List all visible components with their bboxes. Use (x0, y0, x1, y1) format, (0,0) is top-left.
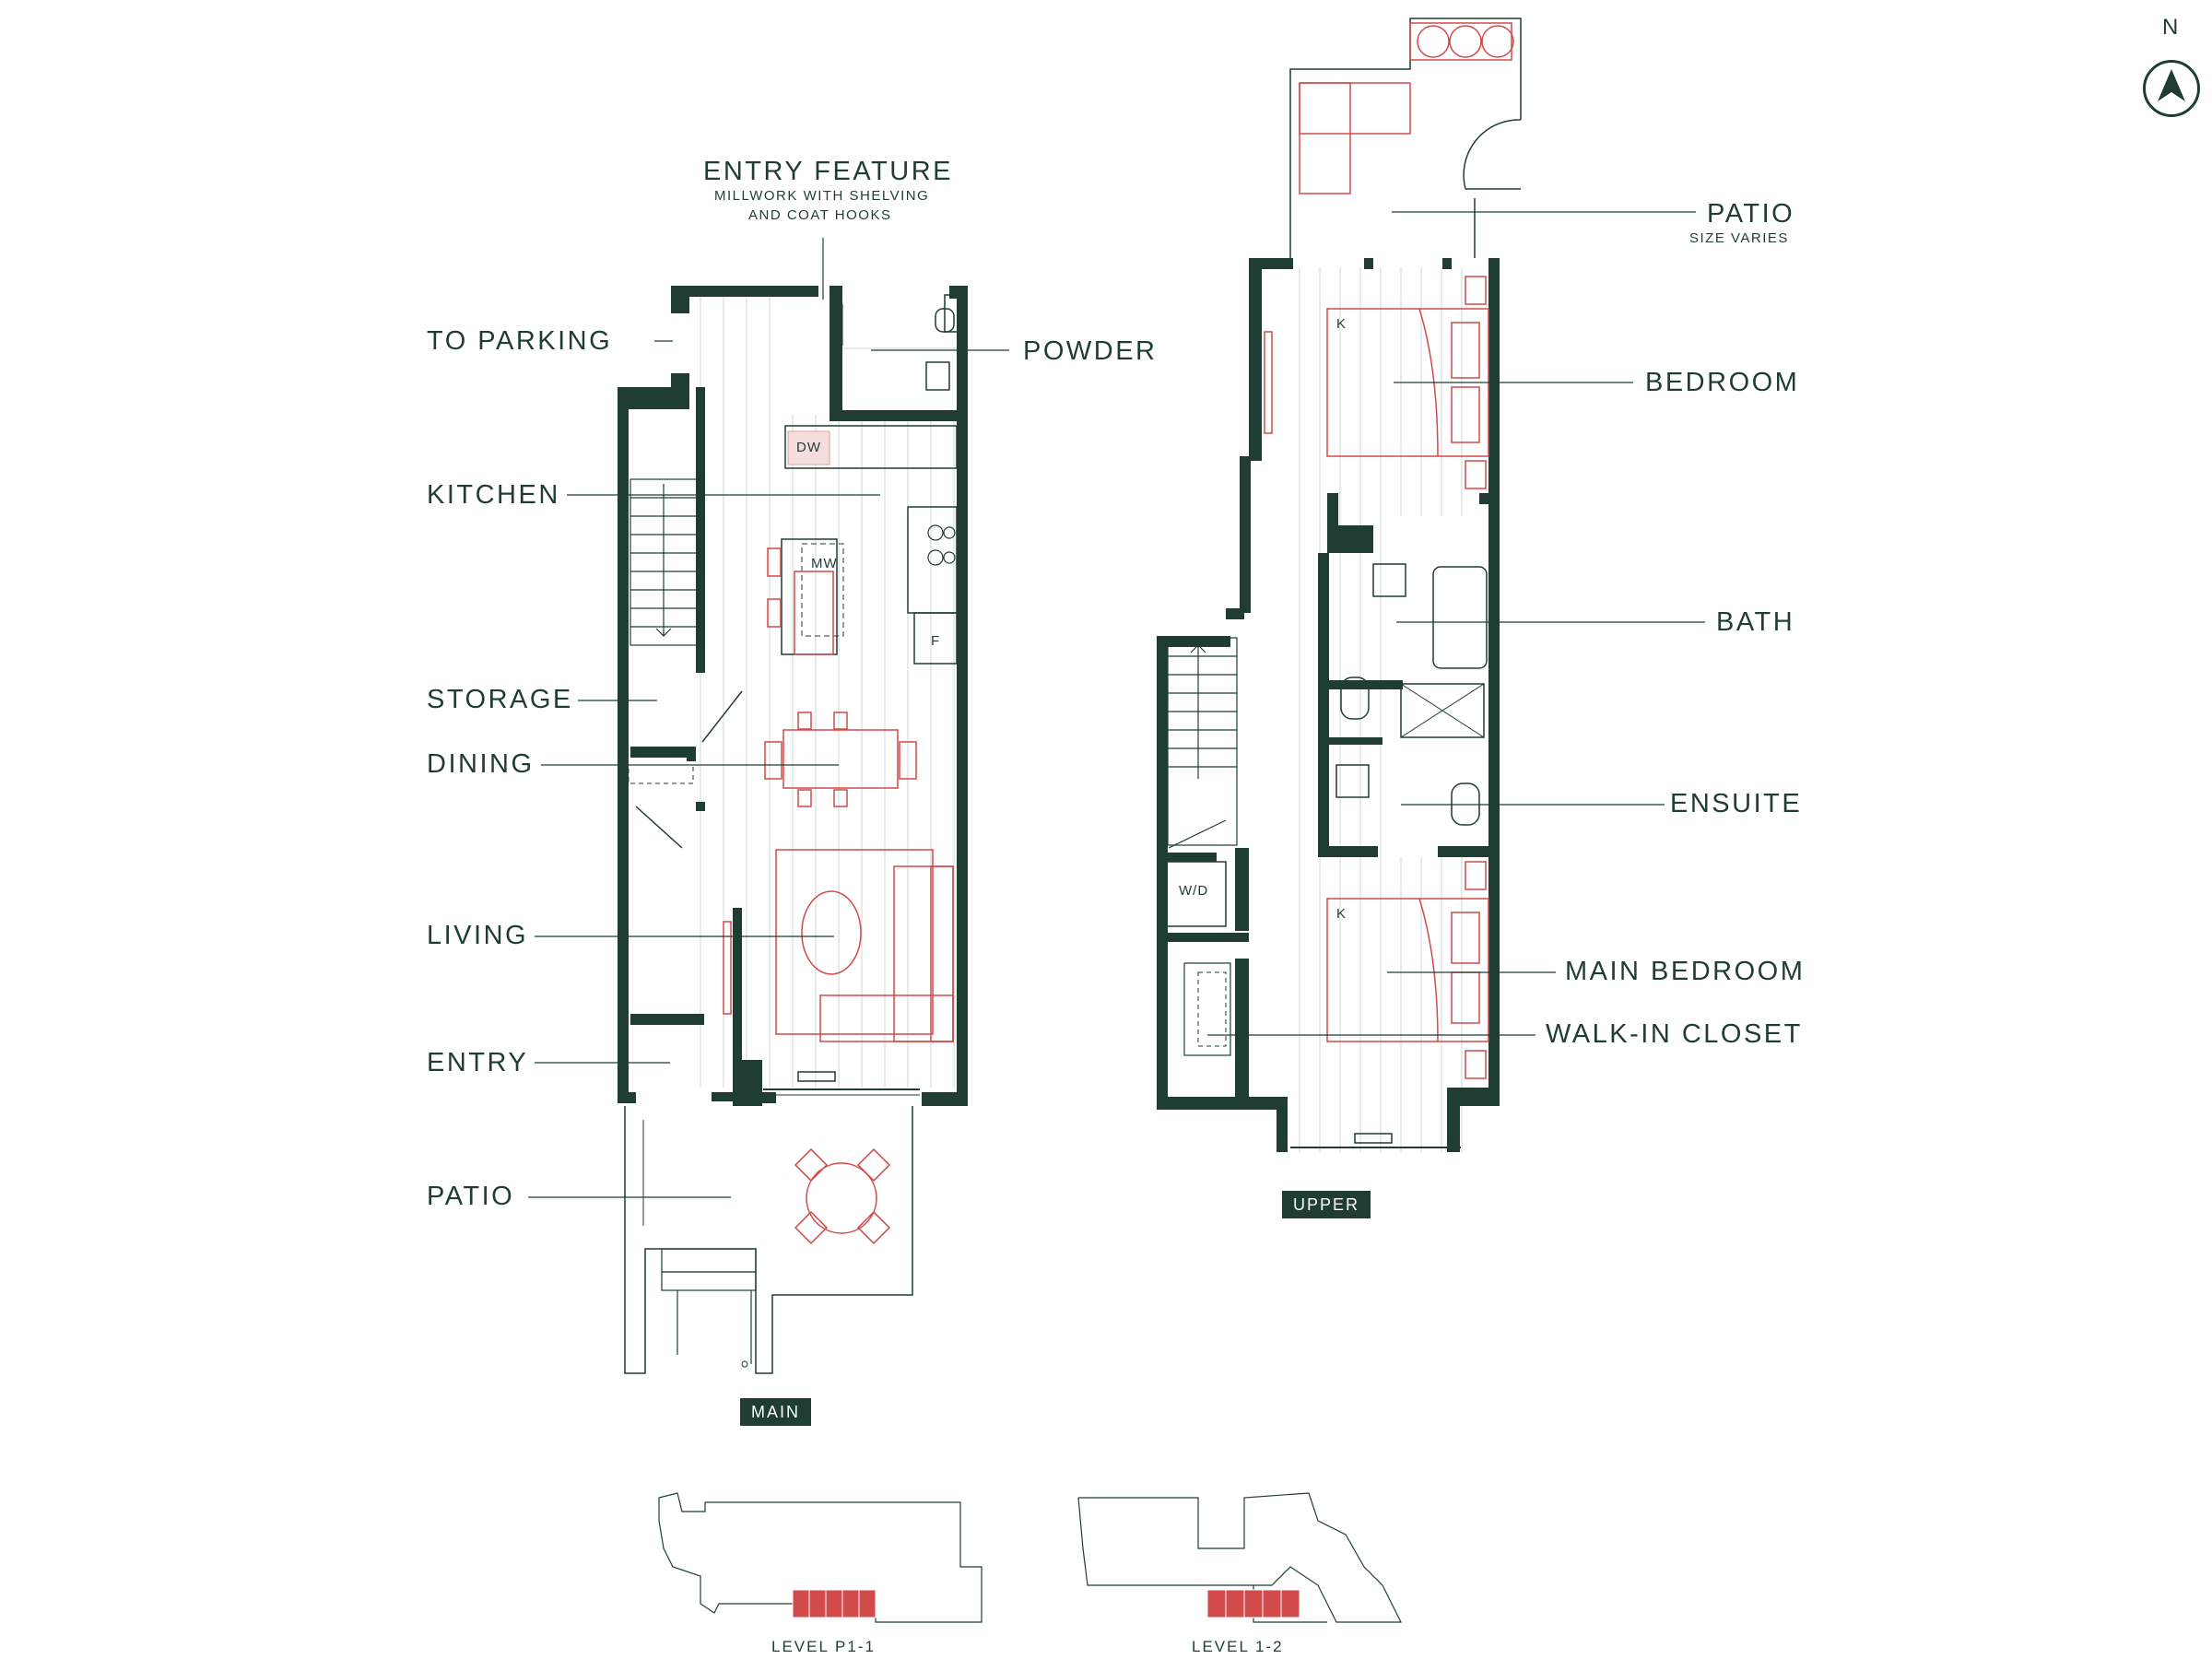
main-level-tag: MAIN (740, 1398, 811, 1426)
label-bath: BATH (1716, 607, 1795, 637)
fixture-microwave: MW (811, 556, 838, 571)
label-patio-upper: PATIO (1707, 199, 1795, 229)
label-walk-in-closet: WALK-IN CLOSET (1546, 1019, 1803, 1049)
label-main-bedroom: MAIN BEDROOM (1565, 957, 1806, 986)
key-plan-p1 (658, 1492, 982, 1623)
label-powder: POWDER (1023, 336, 1158, 366)
key-plan-l12 (1077, 1492, 1402, 1623)
upper-level-tag: UPPER (1282, 1191, 1371, 1218)
upper-level-plan (1157, 18, 1522, 1152)
label-bedroom: BEDROOM (1645, 368, 1800, 397)
north-label: N (2162, 15, 2179, 40)
label-to-parking: TO PARKING (427, 326, 613, 356)
label-kitchen: KITCHEN (427, 480, 560, 510)
bed-size-king-2: K (1336, 906, 1347, 922)
compass-ring (2143, 60, 2200, 117)
label-ensuite: ENSUITE (1670, 789, 1803, 818)
label-entry: ENTRY (427, 1048, 529, 1077)
label-patio-main: PATIO (427, 1182, 515, 1211)
label-storage: STORAGE (427, 685, 573, 714)
entry-feature-line2: AND COAT HOOKS (748, 207, 892, 223)
key-plan-label-l12: LEVEL 1-2 (1192, 1638, 1284, 1655)
main-furniture (723, 547, 954, 1245)
patio-size-note: SIZE VARIES (1689, 230, 1789, 246)
entry-feature-line1: MILLWORK WITH SHELVING (714, 188, 930, 204)
main-level-plan (618, 286, 968, 1374)
key-plan-label-p1: LEVEL P1-1 (771, 1638, 876, 1655)
fixture-fridge: F (931, 633, 941, 649)
label-living: LIVING (427, 921, 529, 950)
entry-feature-title: ENTRY FEATURE (703, 157, 953, 186)
label-dining: DINING (427, 749, 535, 779)
leader-lines (528, 211, 1705, 1198)
bed-size-king-1: K (1336, 316, 1347, 332)
fixture-dishwasher: DW (796, 440, 821, 455)
fixture-washer-dryer: W/D (1179, 883, 1209, 899)
